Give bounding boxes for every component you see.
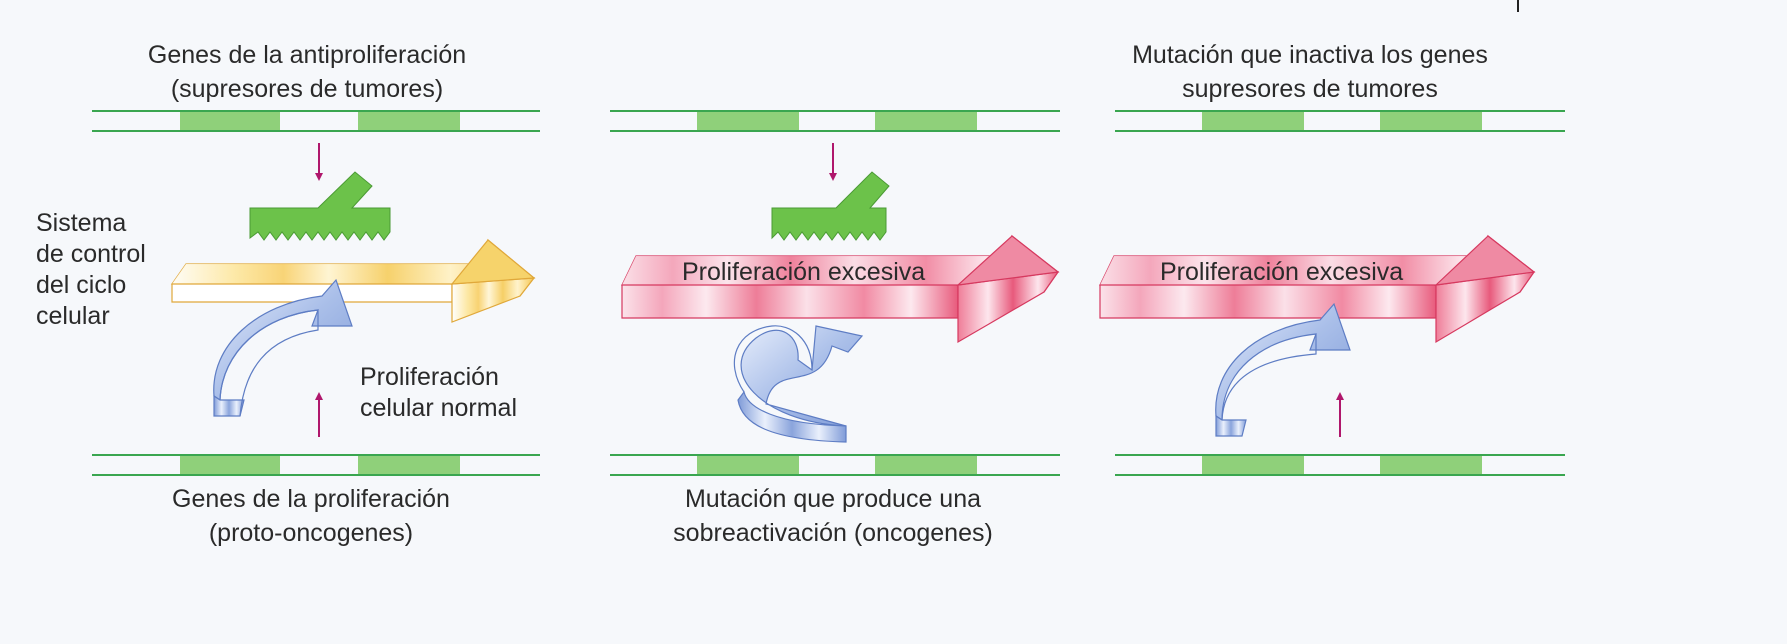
inhibitor-protein xyxy=(771,171,890,241)
panel-normal xyxy=(92,110,540,476)
label-line: Sistema xyxy=(36,209,127,237)
gene-segment xyxy=(358,112,460,130)
gene-segment xyxy=(875,112,977,130)
cell-cycle-control-label: Sistema de control del ciclo celular xyxy=(36,208,146,332)
gene-segment xyxy=(875,456,977,474)
inhibitor-protein xyxy=(249,171,391,241)
overactive-curved-arrow xyxy=(733,325,864,443)
gene-segment xyxy=(180,112,280,130)
bottom-gene-label: Genes de la proliferación (proto-oncogen… xyxy=(172,482,450,550)
normal-cycle-arrow xyxy=(170,238,536,323)
activator-curved-arrow xyxy=(213,278,353,417)
oncogene-mutation-label: Mutación que produce una sobreactivación… xyxy=(673,482,993,550)
panel-suppressor xyxy=(1099,110,1565,476)
gene-segment xyxy=(697,456,799,474)
excess-proliferation-label: Proliferación excesiva xyxy=(682,258,926,286)
bottom-gene-strand xyxy=(92,454,540,476)
label-line: de control xyxy=(36,240,146,268)
label-line: Mutación que inactiva los genes xyxy=(1132,41,1488,69)
excess-proliferation-arrow xyxy=(1099,234,1536,344)
panel-oncogene xyxy=(610,110,1060,476)
top-gene-strand xyxy=(92,110,540,132)
label-line: Mutación que produce una xyxy=(684,485,982,513)
label-line: Genes de la proliferación xyxy=(172,485,450,513)
normal-proliferation-label: Proliferación celular normal xyxy=(360,362,517,424)
gene-segment xyxy=(1202,456,1304,474)
label-line: Proliferación xyxy=(360,363,499,391)
label-line: supresores de tumores xyxy=(1182,75,1438,103)
gene-segment xyxy=(697,112,799,130)
label-line: (proto-oncogenes) xyxy=(208,519,414,547)
gene-segment xyxy=(1380,456,1482,474)
suppressor-mutation-label: Mutación que inactiva los genes supresor… xyxy=(1132,38,1488,106)
bottom-gene-strand xyxy=(1115,454,1565,476)
activator-curved-arrow xyxy=(1215,302,1351,437)
gene-segment xyxy=(180,456,280,474)
gene-segment xyxy=(358,456,460,474)
excess-proliferation-arrow xyxy=(621,234,1060,344)
label-line: celular xyxy=(36,302,110,330)
label-line: (supresores de tumores) xyxy=(170,75,444,103)
top-gene-strand xyxy=(1115,110,1565,132)
gene-segment xyxy=(1380,112,1482,130)
excess-proliferation-label: Proliferación excesiva xyxy=(1160,258,1404,286)
top-gene-label: Genes de la antiproliferación (supresore… xyxy=(148,38,466,106)
label-line: sobreactivación (oncogenes) xyxy=(673,519,993,547)
top-gene-strand xyxy=(610,110,1060,132)
gene-segment xyxy=(1202,112,1304,130)
label-line: del ciclo xyxy=(36,271,127,299)
bottom-gene-strand xyxy=(610,454,1060,476)
label-line: Genes de la antiproliferación xyxy=(147,41,467,69)
label-line: celular normal xyxy=(360,394,518,422)
